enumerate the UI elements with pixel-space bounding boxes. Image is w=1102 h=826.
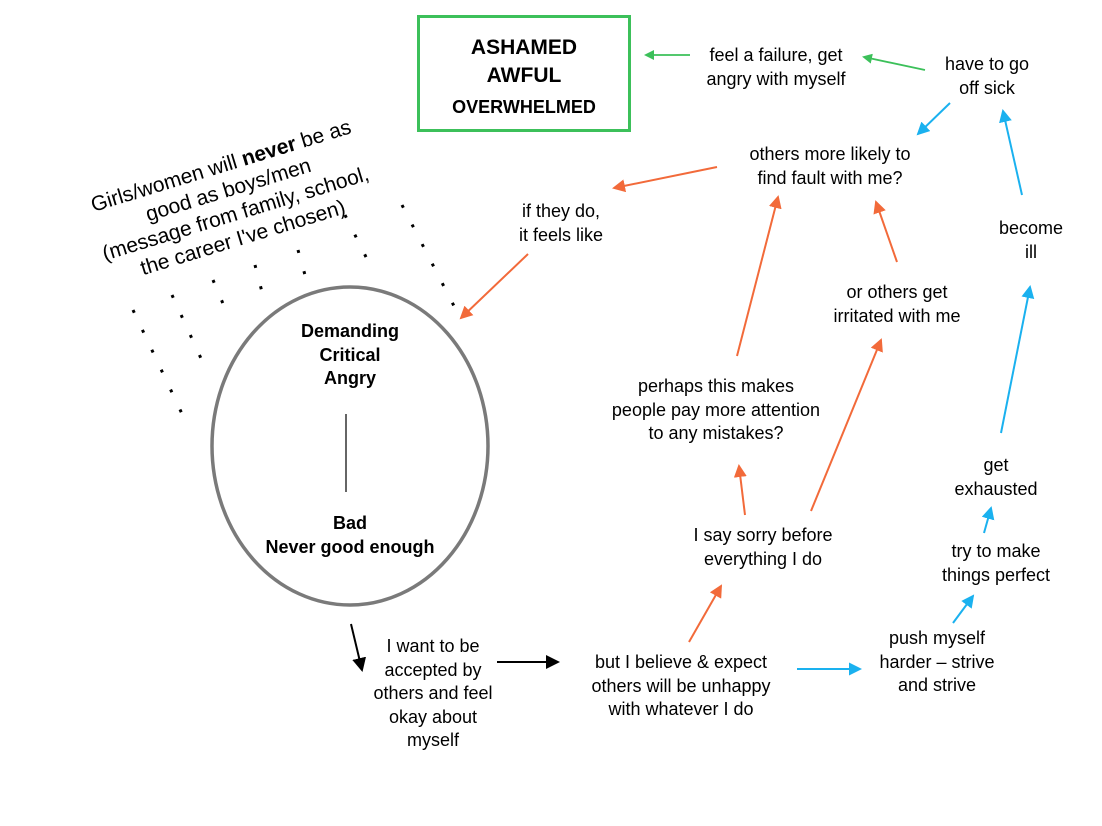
circle-top-text: Demanding Critical Angry: [300, 321, 400, 388]
arrow-push-to-perfect: [952, 594, 975, 624]
state-overwhelmed: OVERWHELMED: [452, 97, 596, 117]
circle-bottom-text: Bad Never good enough: [265, 513, 435, 557]
state-ashamed: ASHAMED: [470, 36, 578, 59]
arrow-irritated-to-findfault: [873, 200, 898, 263]
arrow-believe-to-sorry: [688, 584, 722, 643]
arrow-findfault-to-iftheydo: [612, 166, 718, 193]
state-awful: AWFUL: [486, 64, 562, 87]
core-belief-circle: [210, 285, 490, 607]
arrow-sick-to-findfault: [916, 102, 951, 136]
arrow-sick-to-failure: [862, 53, 926, 71]
arrow-ill-to-sick: [999, 109, 1023, 196]
arrow-perfect-to-exhausted: [981, 506, 995, 534]
emotion-state-box: ASHAMED AWFUL OVERWHELMED: [417, 15, 631, 132]
arrow-circle-to-want: [350, 623, 367, 672]
arrow-exhausted-to-ill: [1000, 285, 1035, 434]
node-if-they-do: if they do,it feels like: [518, 201, 604, 245]
arrow-sorry-to-irritated: [810, 338, 883, 512]
arrow-iftheydo-to-circle: [459, 253, 529, 320]
arrow-attention-to-findfault: [736, 195, 782, 357]
message-dotted-lines: [131, 204, 457, 419]
arrow-sorry-to-attention: [733, 464, 747, 516]
